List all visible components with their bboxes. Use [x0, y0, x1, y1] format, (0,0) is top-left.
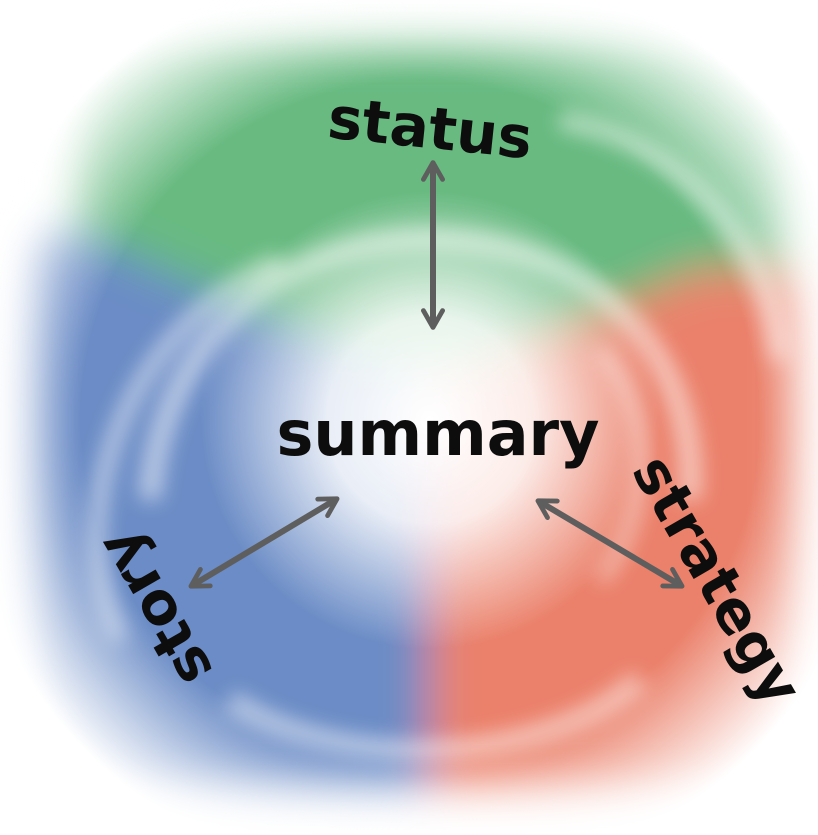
summary-label: summary: [276, 397, 599, 470]
arrow-strategy: [535, 498, 685, 589]
arrow-story: [188, 496, 340, 589]
